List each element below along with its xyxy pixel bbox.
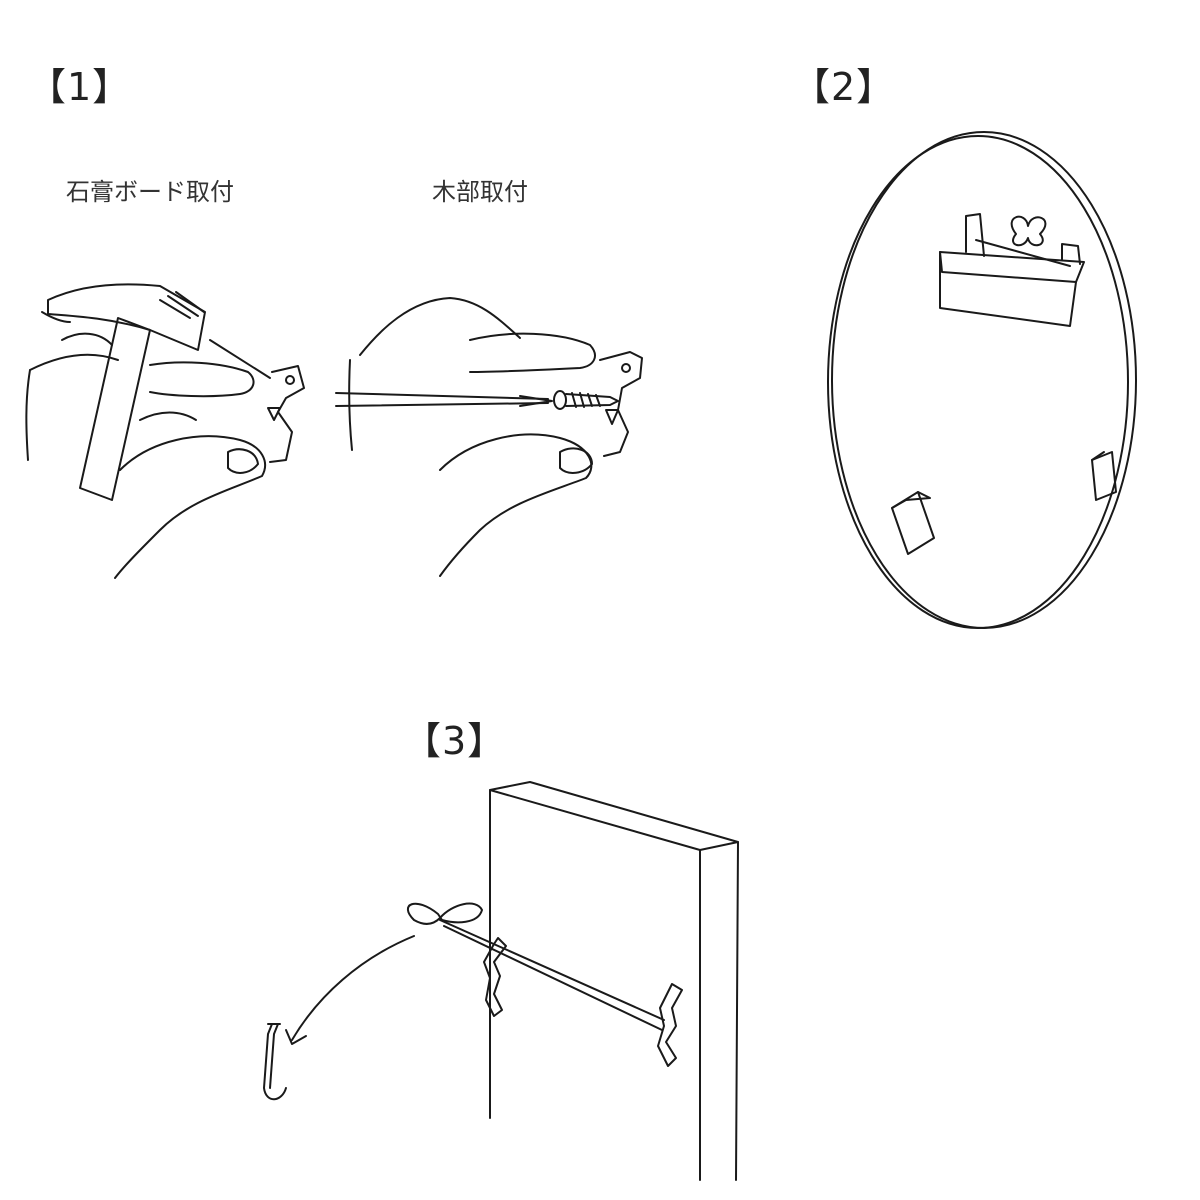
- hammer-icon: [41, 283, 206, 501]
- screwdriver-icon: [335, 392, 553, 407]
- picture-hook-icon: [599, 351, 643, 457]
- spacer-pad-icon: [1091, 451, 1117, 501]
- spacer-pad-icon: [891, 491, 935, 555]
- caption-gypsum-board-mount: 石膏ボード取付: [66, 178, 234, 206]
- picture-hook-icon: [267, 365, 305, 463]
- step-3-label: 【3】: [403, 719, 507, 763]
- string-bow-icon: [407, 902, 483, 925]
- wall-panel: [489, 781, 739, 1181]
- curved-arrow-icon: [291, 935, 415, 1041]
- illustration-wood-mount: [335, 297, 643, 577]
- screw-icon: [553, 390, 619, 410]
- illustration-hanging: [263, 781, 739, 1181]
- step-2-label: 【2】: [792, 65, 896, 109]
- wall-hook-icon: [657, 983, 683, 1067]
- illustration-mirror-back: [827, 131, 1137, 629]
- caption-wood-mount: 木部取付: [432, 178, 528, 206]
- hanging-bracket-icon: [939, 213, 1085, 327]
- wall-hook-icon: [483, 937, 507, 1017]
- round-mirror: [831, 131, 1137, 629]
- illustration-gypsum-mount: [25, 283, 305, 579]
- step-1-label: 【1】: [28, 65, 132, 109]
- small-hook-icon: [263, 1023, 287, 1101]
